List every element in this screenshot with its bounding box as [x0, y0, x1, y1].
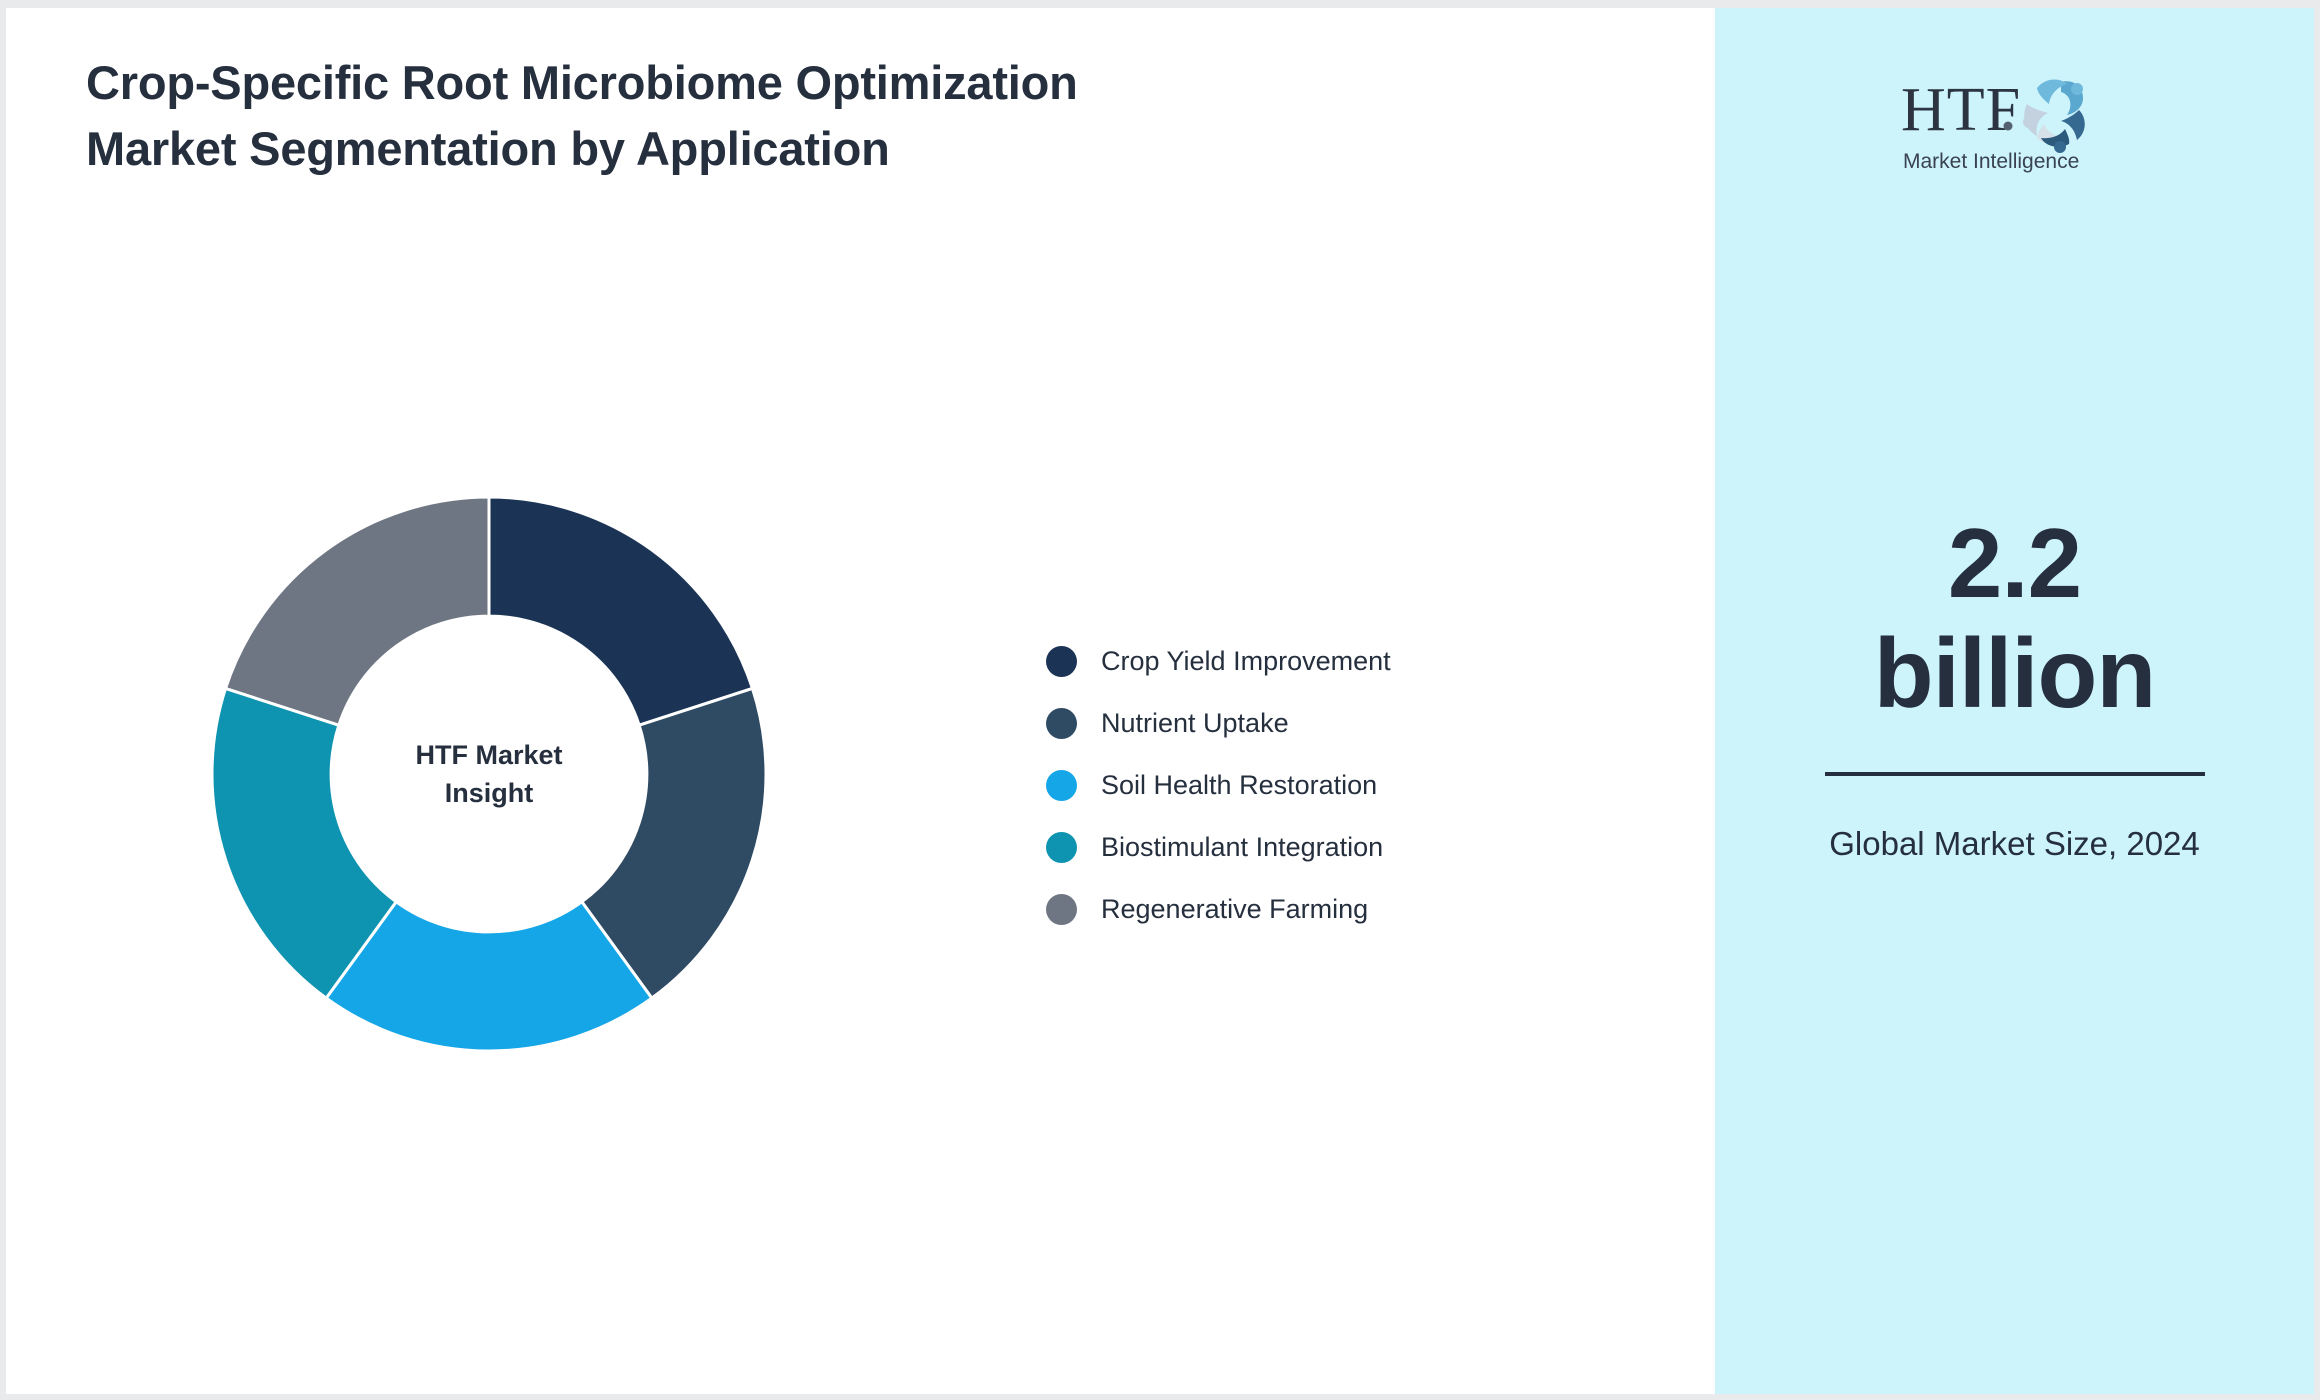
legend-swatch-icon [1046, 831, 1077, 863]
legend-item-nutrient-uptake[interactable]: Nutrient Uptake [1046, 692, 1546, 754]
stat-panel: HTF Market Inte [1715, 8, 2314, 1394]
legend-item-biostimulant-integration[interactable]: Biostimulant Integration [1046, 816, 1546, 878]
legend-swatch-icon [1046, 645, 1077, 677]
htf-logo: HTF Market Inte [1895, 68, 2135, 178]
stat-caption: Global Market Size, 2024 [1829, 825, 2200, 862]
donut-chart-svg [211, 496, 767, 1052]
stat-divider [1824, 772, 2205, 776]
donut-slice[interactable] [487, 496, 755, 728]
stat-value: 2.2 billion [1873, 508, 2157, 728]
donut-slice[interactable] [324, 899, 654, 1052]
htf-logo-icon: HTF Market Inte [1901, 76, 2085, 173]
legend-item-label: Soil Health Restoration [1101, 769, 1378, 800]
legend-item-soil-health-restoration[interactable]: Soil Health Restoration [1046, 754, 1546, 816]
legend-swatch-icon [1046, 769, 1077, 801]
donut-chart: HTF Market Insight [211, 496, 767, 1052]
chart-legend: Crop Yield Improvement Nutrient Uptake S… [1046, 630, 1546, 940]
legend-item-label: Regenerative Farming [1101, 893, 1369, 924]
legend-item-label: Biostimulant Integration [1101, 831, 1384, 862]
legend-swatch-icon [1046, 893, 1077, 925]
legend-item-regenerative-farming[interactable]: Regenerative Farming [1046, 878, 1546, 940]
legend-item-label: Crop Yield Improvement [1101, 645, 1391, 676]
donut-slice[interactable] [579, 686, 767, 1001]
stat-block: 2.2 billion Global Market Size, 2024 [1715, 508, 2314, 868]
logo-tagline-text: Market Intelligence [1903, 150, 2079, 173]
chart-panel: Crop-Specific Root Microbiome Optimizati… [6, 8, 1715, 1394]
legend-item-label: Nutrient Uptake [1101, 707, 1289, 738]
legend-item-crop-yield-improvement[interactable]: Crop Yield Improvement [1046, 630, 1546, 692]
donut-slice[interactable] [211, 686, 399, 1001]
page-title: Crop-Specific Root Microbiome Optimizati… [86, 56, 1078, 175]
donut-slice[interactable] [223, 496, 491, 728]
legend-swatch-icon [1046, 707, 1077, 739]
donut-slice-group [211, 496, 767, 1052]
svg-text:HTF: HTF [1901, 76, 2021, 144]
